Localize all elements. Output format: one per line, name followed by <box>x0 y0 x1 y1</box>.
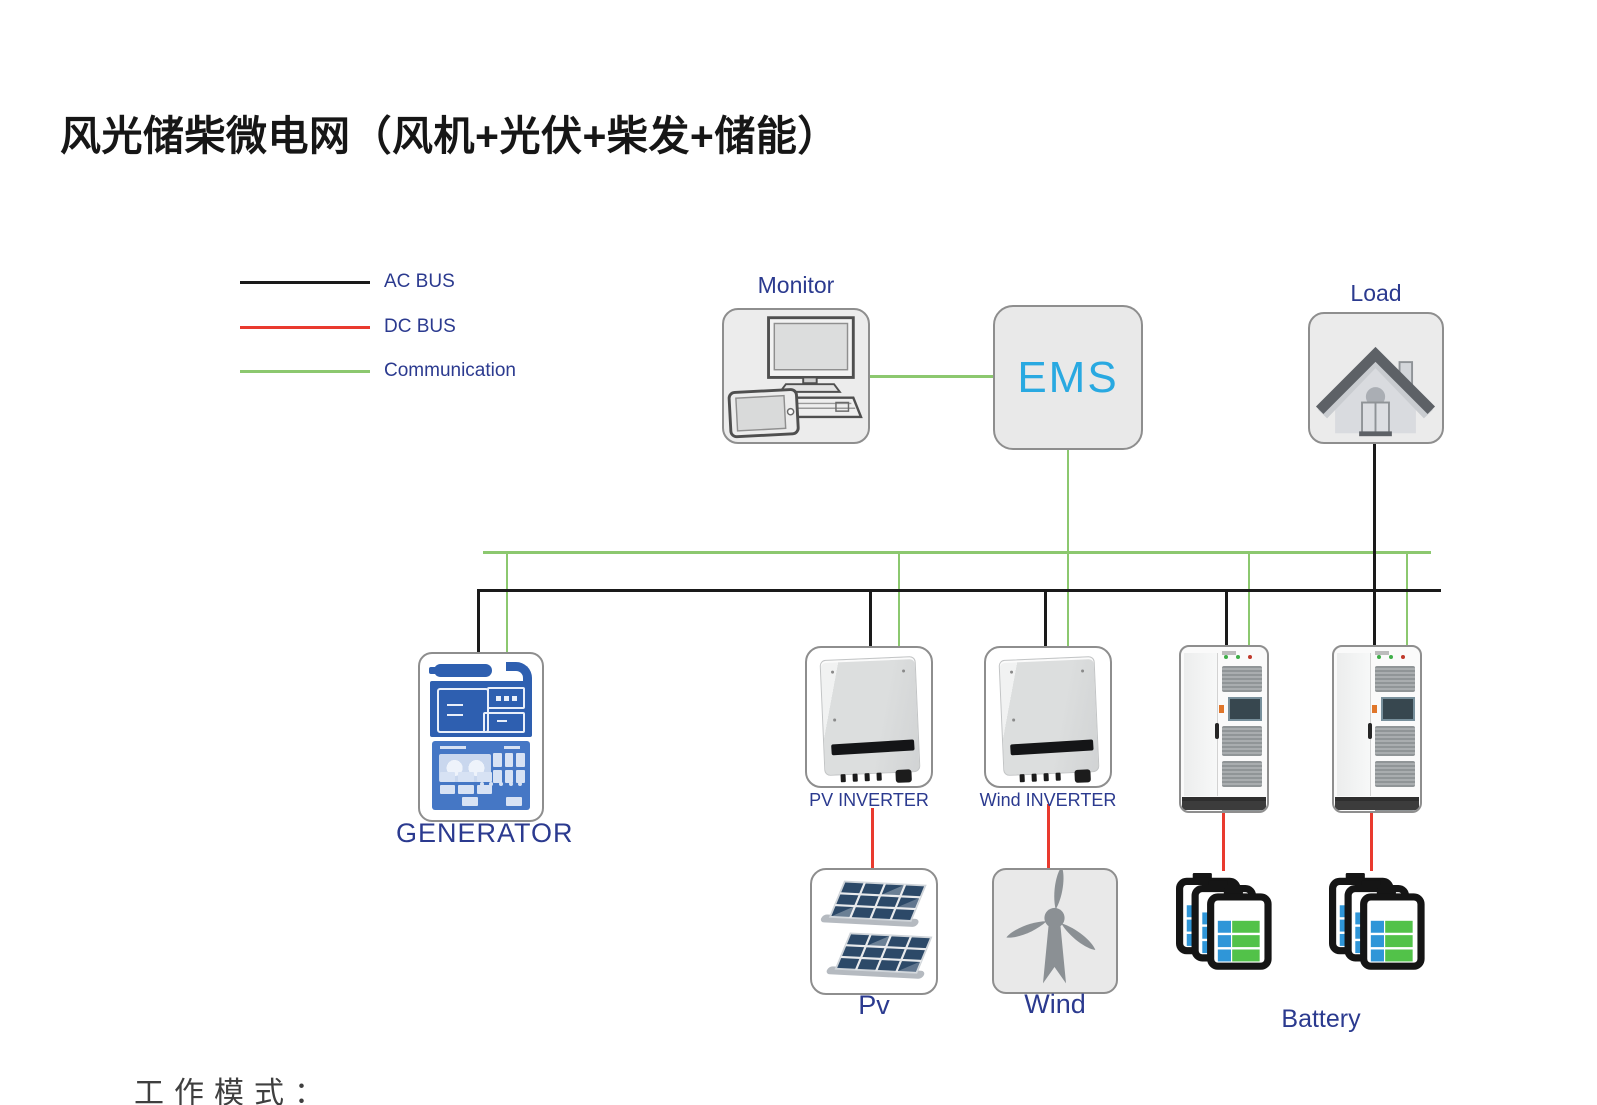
wire-comm-pv-inverter <box>898 551 900 646</box>
wire-ac-wind-inverter <box>1044 589 1047 646</box>
wire-comm-battery-cabinet-2 <box>1406 551 1408 645</box>
wire-dc-wind <box>1047 804 1050 868</box>
wind-node <box>992 868 1118 994</box>
generator-node <box>418 652 544 822</box>
pv-label: Pv <box>858 990 890 1020</box>
wire-dc-battery-2 <box>1370 812 1373 871</box>
wire-dc-battery-1 <box>1222 812 1225 871</box>
wind-inverter-label: Wind INVERTER <box>979 790 1117 810</box>
wire-comm-battery-cabinet-1 <box>1248 551 1250 645</box>
monitor-node <box>722 308 870 444</box>
wind-label: Wind <box>1024 989 1086 1019</box>
battery-cabinet-1 <box>1179 645 1269 813</box>
cabinet-front-panel <box>1219 651 1262 811</box>
ems-label: EMS <box>1017 352 1119 402</box>
wire-comm-generator <box>506 551 508 653</box>
legend-dc-bus-label: DC BUS <box>384 316 456 337</box>
monitor-label: Monitor <box>757 272 835 298</box>
wire-dc-pv <box>871 808 874 868</box>
page-title: 风光储柴微电网（风机+光伏+柴发+储能） <box>60 113 839 159</box>
wire-ac-generator <box>477 589 480 653</box>
wire-ac-bus <box>477 589 1441 592</box>
monitor-computer-icon <box>727 316 863 439</box>
legend-dc-bus-line <box>240 326 370 329</box>
pv-node <box>810 868 938 995</box>
wire-comm-monitor-ems <box>870 375 993 378</box>
house-icon <box>1315 346 1436 437</box>
battery-cabinet-2 <box>1332 645 1422 813</box>
legend-ac-bus-label: AC BUS <box>384 271 455 292</box>
solar-panel-icon <box>820 880 933 979</box>
ems-node: EMS <box>993 305 1143 450</box>
pv-inverter-node <box>805 646 933 788</box>
wire-ac-battery-cabinet-1 <box>1225 589 1228 645</box>
battery-stack-icon-1 <box>1176 873 1274 976</box>
battery-label: Battery <box>1281 1005 1361 1033</box>
generator-label: GENERATOR <box>396 818 574 848</box>
wire-comm-ems-wind-inverter <box>1067 450 1069 646</box>
battery-stack-icon-2 <box>1329 873 1427 976</box>
legend-communication-label: Communication <box>384 360 516 381</box>
wind-inverter-node <box>984 646 1112 788</box>
wire-ac-pv-inverter <box>869 589 872 646</box>
generator-icon <box>429 662 532 810</box>
footer-work-mode-text: 工作模式： <box>134 1077 334 1105</box>
legend-ac-bus-line <box>240 281 370 284</box>
legend-communication-line <box>240 370 370 373</box>
wire-ac-load-battery-cabinet-2 <box>1373 444 1376 645</box>
wind-turbine-icon <box>1006 870 1096 984</box>
pv-inverter-label: PV INVERTER <box>809 790 929 810</box>
wire-comm-bus <box>483 551 1431 554</box>
load-label: Load <box>1350 280 1402 306</box>
load-node <box>1308 312 1444 444</box>
cabinet-front-panel <box>1372 651 1415 811</box>
